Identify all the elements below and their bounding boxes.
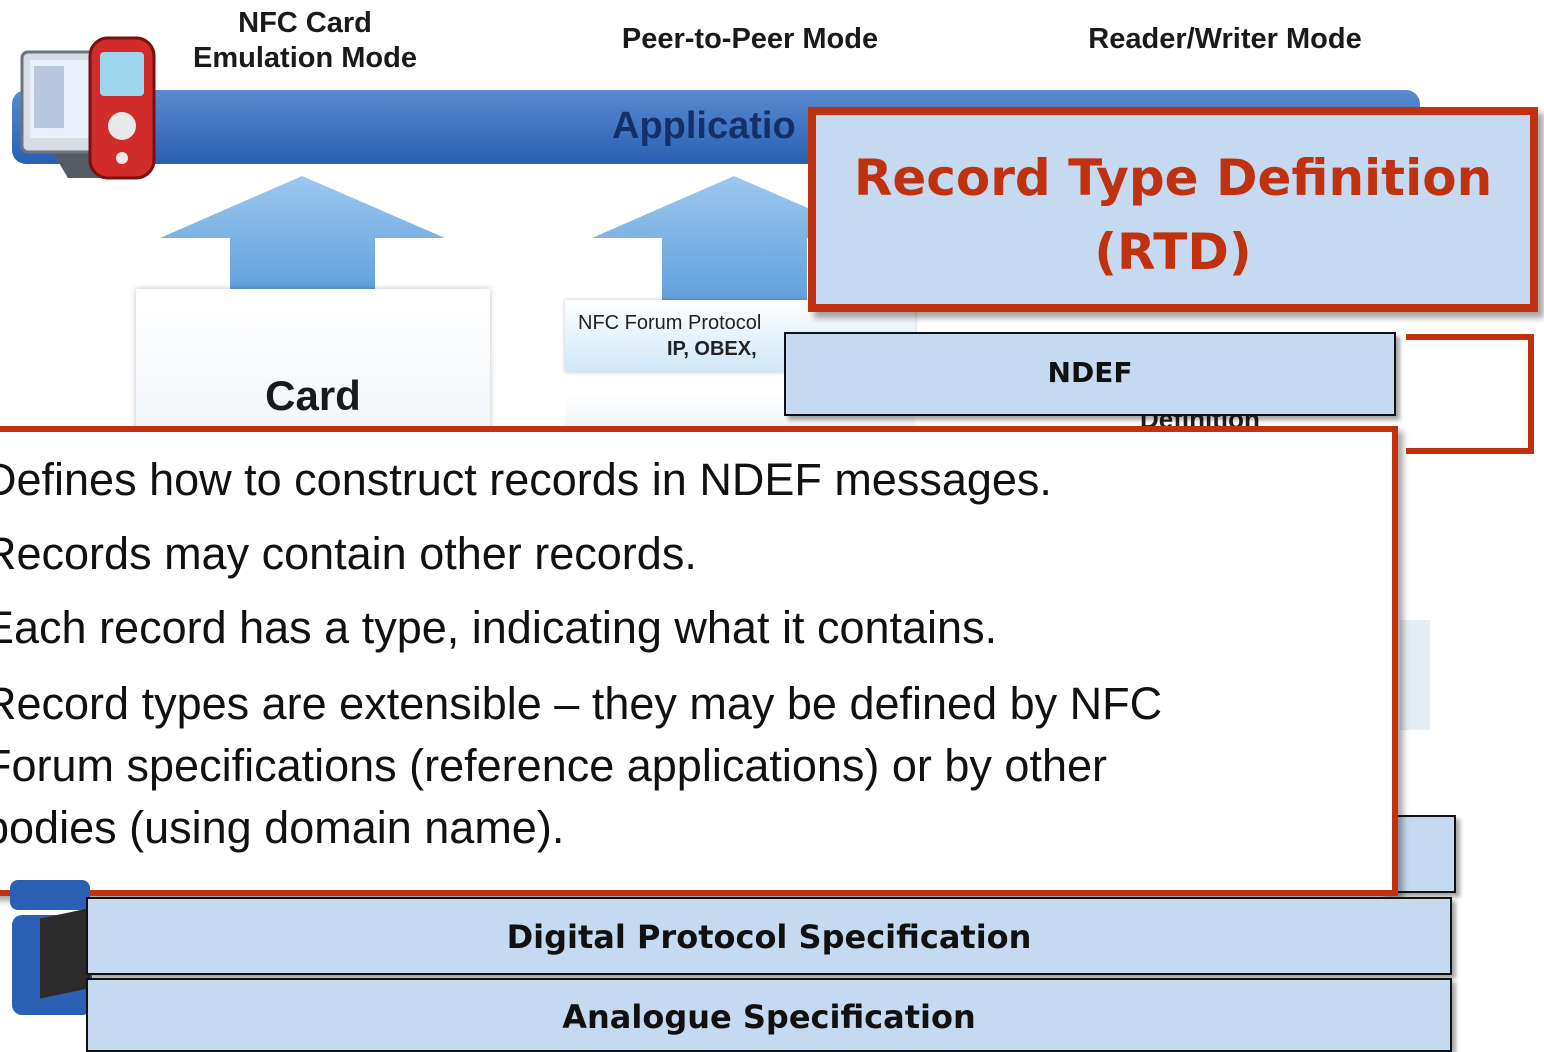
rtd-callout xyxy=(808,107,1538,312)
analogue-layer xyxy=(86,978,1452,1052)
background-fragment xyxy=(1400,620,1430,730)
side-decoration xyxy=(10,880,90,910)
bullet-item: Forum specifications (reference applicat… xyxy=(0,740,1108,791)
rtd-title: Record Type Definition (RTD) xyxy=(808,142,1538,289)
mode-peer-to-peer: Peer-to-Peer Mode xyxy=(621,23,879,55)
description-box: Defines how to construct records in NDEF… xyxy=(0,426,1398,896)
callout-bracket xyxy=(1406,334,1534,454)
application-bar-label: Applicatio xyxy=(612,105,796,147)
protocol-line1: NFC Forum Protocol xyxy=(578,312,762,334)
rtd-title-line1: Record Type Definition xyxy=(853,149,1493,207)
ndef-layer xyxy=(784,332,1396,416)
rtd-title-line2: (RTD) xyxy=(1094,222,1252,281)
digital-protocol-label: Digital Protocol Specification xyxy=(506,918,1032,956)
mode-card-emulation-line2: Emulation Mode xyxy=(193,42,417,75)
bullet-item: Record types are extensible – they may b… xyxy=(0,678,1163,729)
arrow-up-icon xyxy=(160,176,445,296)
mode-card-emulation: NFC Card Emulation Mode xyxy=(175,6,435,77)
analogue-label: Analogue Specification xyxy=(562,998,976,1036)
bullet-item: bodies (using domain name). xyxy=(0,802,565,853)
bullet-item: Records may contain other records. xyxy=(0,528,697,579)
digital-protocol-layer xyxy=(86,897,1452,975)
protocol-line2: IP, OBEX, xyxy=(667,338,757,360)
ndef-label: NDEF xyxy=(1047,356,1133,389)
chip-icon xyxy=(12,907,92,1015)
bullet-item: Each record has a type, indicating what … xyxy=(0,602,998,653)
arrow-up-icon xyxy=(592,176,822,306)
card-label: Card xyxy=(265,372,361,419)
bullet-item: Defines how to construct records in NDEF… xyxy=(0,454,1052,505)
device-icon-overlay xyxy=(20,36,156,180)
mode-card-emulation-line1: NFC Card xyxy=(238,7,372,39)
mode-reader-writer: Reader/Writer Mode xyxy=(1088,23,1362,55)
